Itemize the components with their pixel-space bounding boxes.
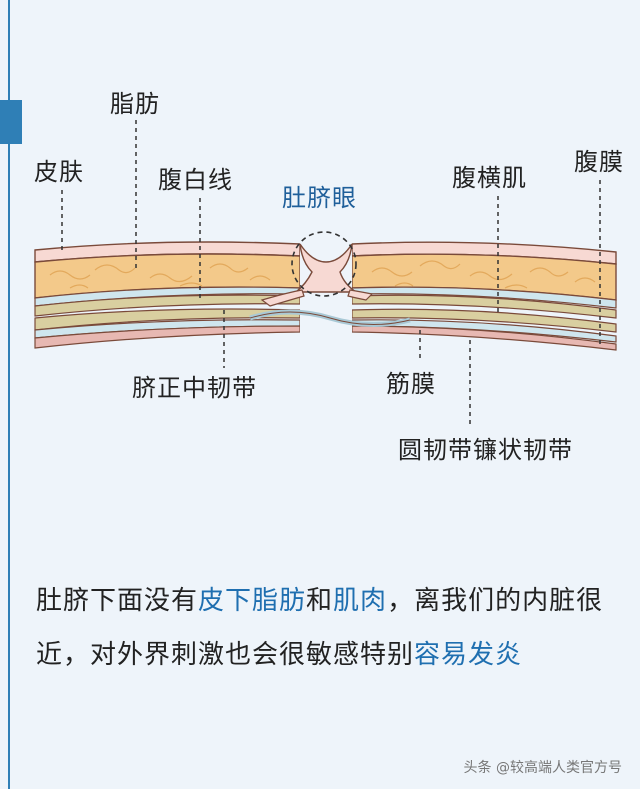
- navel-anatomy-diagram: [34, 120, 617, 428]
- fascia-layer-right: [352, 286, 617, 309]
- left-layers: [34, 241, 300, 349]
- caption-part-3: ，离我们的内脏很近，对外界刺激也会很敏感特别: [36, 586, 604, 670]
- label-fascia: 筋膜: [386, 370, 436, 398]
- label-median-umbilical-ligament: 脐正中韧带: [132, 374, 257, 402]
- caption-highlight-muscle: 肌肉: [333, 586, 388, 616]
- navel-highlight-circle: [291, 231, 357, 297]
- caption-text: 肚脐下面没有皮下脂肪和肌肉，离我们的内脏很近，对外界刺激也会很敏感特别容易发炎: [36, 574, 626, 682]
- label-round-falciform-ligament: 圆韧带镰状韧带: [398, 436, 573, 464]
- muscle-layer-left-2: [34, 308, 300, 331]
- label-navel: 肚脐眼: [282, 184, 357, 212]
- navel-center: [249, 231, 411, 327]
- label-peritoneum: 腹膜: [574, 148, 624, 176]
- caption-highlight-subcutaneous-fat: 皮下脂肪: [198, 586, 307, 616]
- label-linea-alba: 腹白线: [158, 166, 233, 194]
- muscle-layer-right-2: [352, 308, 617, 333]
- peritoneum-layer-left: [34, 325, 300, 349]
- watermark: 头条 @较高端人类官方号: [463, 760, 622, 776]
- label-skin: 皮肤: [34, 158, 84, 186]
- label-transversus: 腹横肌: [452, 164, 527, 192]
- navel-cord-right: [347, 289, 374, 301]
- caption-part-2: 和: [306, 586, 334, 616]
- navel-cord-left: [260, 289, 305, 307]
- label-fat: 脂肪: [110, 90, 160, 118]
- right-layers: [352, 241, 617, 351]
- peritoneum-layer-right: [352, 325, 617, 351]
- caption-part-1: 肚脐下面没有: [36, 586, 199, 616]
- caption-highlight-inflammation: 容易发炎: [414, 640, 523, 670]
- left-frame-line: [8, 0, 10, 789]
- navel-skin-fold: [294, 243, 359, 293]
- muscle-layer-left-1: [34, 294, 300, 317]
- left-frame-tab: [0, 100, 22, 144]
- muscle-layer-right-1: [352, 294, 617, 319]
